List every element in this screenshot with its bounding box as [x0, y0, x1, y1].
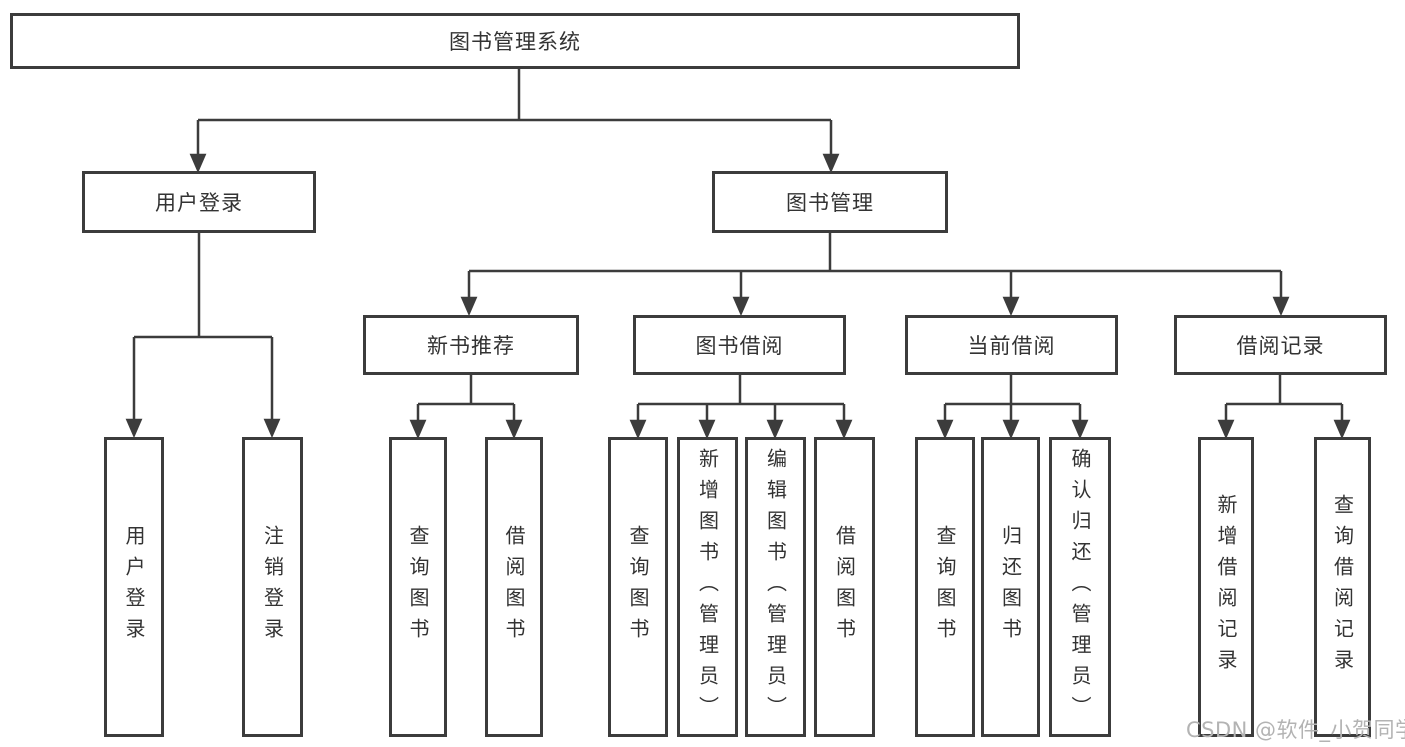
leaf-add-borrow-record: 新增借阅记录: [1198, 437, 1254, 737]
connector-newbook-to-leaves: [409, 375, 523, 440]
node-book-borrowing: 图书借阅: [633, 315, 846, 375]
watermark: CSDN @软件_小贺同学: [1186, 718, 1405, 742]
node-user-login: 用户登录: [82, 171, 316, 233]
leaf-borrow-book: 借阅图书: [814, 437, 875, 737]
leaf-query-book-current: 查询图书: [915, 437, 975, 737]
node-book-management: 图书管理: [712, 171, 948, 233]
node-new-book-recommendation: 新书推荐: [363, 315, 579, 375]
leaf-borrow-book-recommend: 借阅图书: [485, 437, 543, 737]
leaf-query-borrow-record: 查询借阅记录: [1314, 437, 1371, 737]
node-library-management-system: 图书管理系统: [10, 13, 1020, 69]
connector-bookborrow-to-leaves: [629, 375, 853, 440]
leaf-edit-book-admin: 编辑图书（管理员）: [745, 437, 806, 737]
leaf-user-login: 用户登录: [104, 437, 164, 737]
leaf-logout: 注销登录: [242, 437, 303, 737]
connector-borrowrecords-to-leaves: [1217, 375, 1351, 440]
connector-currentborrow-to-leaves: [936, 375, 1089, 440]
connector-bookmgmt-to-level3: [460, 233, 1290, 317]
connector-root-to-level2: [189, 69, 840, 174]
leaf-confirm-return-admin: 确认归还（管理员）: [1049, 437, 1111, 737]
node-current-borrowing: 当前借阅: [905, 315, 1118, 375]
leaf-query-book-borrow: 查询图书: [608, 437, 668, 737]
connector-userlogin-to-leaves: [125, 233, 281, 439]
leaf-query-book-recommend: 查询图书: [389, 437, 447, 737]
node-borrowing-records: 借阅记录: [1174, 315, 1387, 375]
leaf-return-book: 归还图书: [981, 437, 1040, 737]
leaf-add-book-admin: 新增图书（管理员）: [677, 437, 738, 737]
